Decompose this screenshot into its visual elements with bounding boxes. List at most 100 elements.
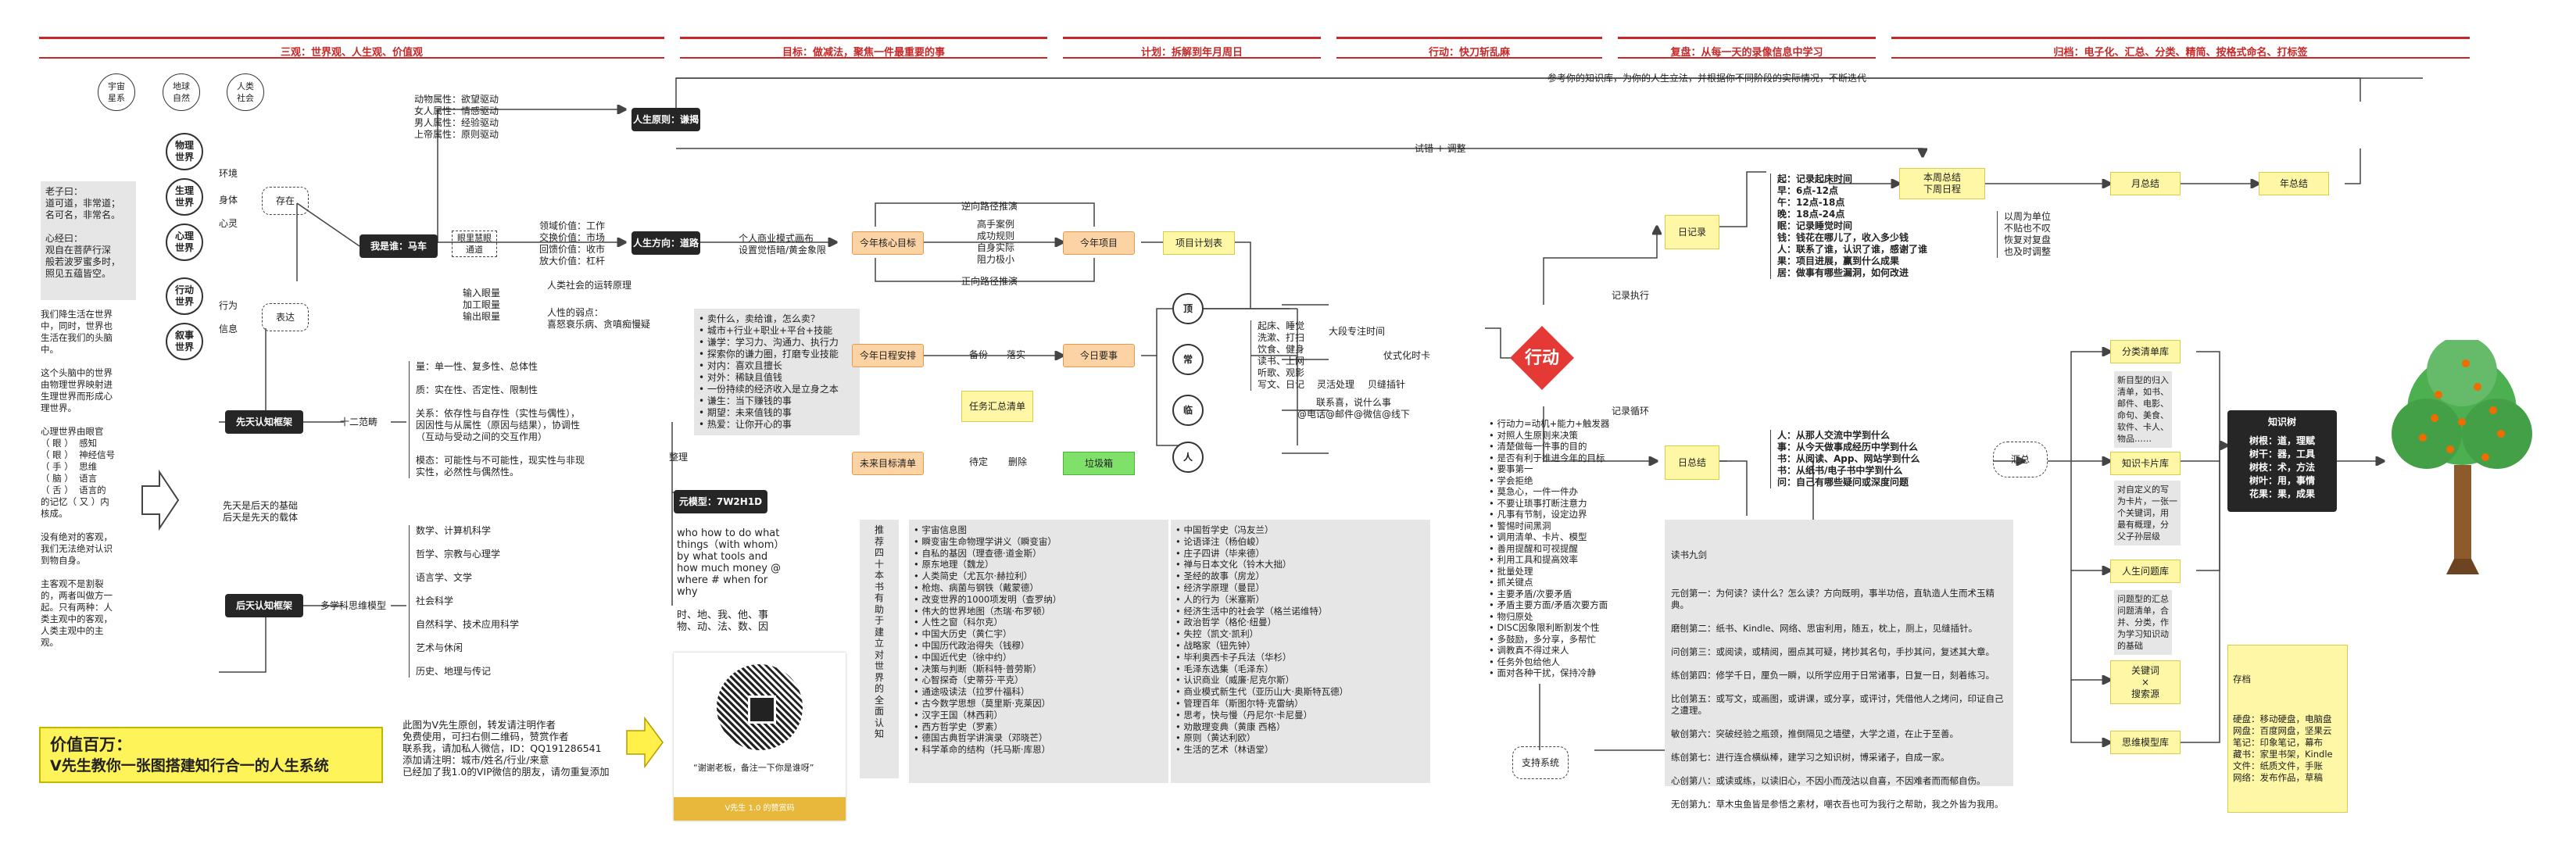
section-line <box>680 57 1047 59</box>
year-schedule[interactable]: 今年日程安排 <box>852 344 924 367</box>
headline-line-1: 价值百万： <box>50 735 132 754</box>
human-weakness: 人性的弱点： 喜怒衰乐病、贪嗔痴慢疑 <box>547 307 651 330</box>
exist-hexagon: 存在 <box>262 187 309 215</box>
world-link-body: 身体 <box>219 195 238 206</box>
thinking-list: • 卖什么，卖给谁，怎么卖？ • 城市+行业+职业+平台+技能 • 谦学：学习力… <box>694 309 860 435</box>
trial-adjust-label: 试错 + 调整 <box>1415 143 1466 154</box>
trash-box[interactable]: 垃圾箱 <box>1063 452 1135 475</box>
book-list-2: • 中国哲学史（冯友兰） • 论语译注（杨伯峻） • 庄子四讲（毕来德） • 禅… <box>1171 520 1430 783</box>
schedule-todo-label: 仗式化时卡 <box>1383 350 1431 361</box>
tree-illustration <box>2392 340 2532 574</box>
implement-label: 落实 <box>1007 349 1026 360</box>
week-summary[interactable]: 本周总结 下周日程 <box>1899 168 1985 199</box>
section-line <box>1336 57 1602 59</box>
world-link-mind: 心灵 <box>219 218 238 229</box>
category-list-db[interactable]: 分类清单库 <box>2110 340 2181 363</box>
knowledge-tree-title: 知识树 <box>2267 417 2296 427</box>
op-temp: 临 <box>1172 395 1204 426</box>
today-important[interactable]: 今日要事 <box>1063 344 1135 367</box>
section-title: 三观：世界观、人生观、价值观 <box>280 47 423 59</box>
prior-items: 量：单一性、复多性、总体性 质：实在性、否定性、限制性 关系：依存性与自存性（实… <box>409 361 585 478</box>
forward-path-label: 正向路径推演 <box>961 276 1018 287</box>
category-note: 新目型的归入 清单，如书、 邮件、电影、 命句、美食、 软件、卡人、 物品…… <box>2114 371 2172 448</box>
section-line <box>1891 57 2470 59</box>
narrative-world: 叙事 世界 <box>166 323 203 360</box>
op-routine: 常 <box>1172 344 1204 375</box>
express-hexagon: 表达 <box>262 303 309 331</box>
keyword-search-source[interactable]: 关键词 × 搜索源 <box>2110 660 2181 704</box>
earth-circle: 地球 自然 <box>163 73 200 111</box>
author-note: 此图为V先生原创，转发请注明作者 免费使用，可扫右侧二维码，赞赏作者 联系我，请… <box>402 719 610 778</box>
section-title: 目标：做减法，聚焦一件最重要的事 <box>782 47 945 59</box>
psychological-world: 心理 世界 <box>166 224 203 261</box>
physical-world: 物理 世界 <box>166 133 203 170</box>
section-line <box>1063 37 1321 39</box>
prior-framework-box: 先天认知框架 <box>225 410 303 434</box>
life-direction-box: 人生方向：道路 <box>631 231 700 255</box>
qr-bottom-bar: V先生 1.0 的赞赏码 <box>674 797 846 821</box>
knowledge-tree-box: 知识树 树根：道，理赋 树干：器，工具 树枝：术，方法 树叶：用，事情 花果：果… <box>2227 410 2337 512</box>
qr-caption: “谢谢老板，备注一下你是谁呀” <box>693 763 814 773</box>
week-note: 以周为单位 不贴也不叹 恢复对复盘 也及时调整 <box>1997 211 2051 258</box>
action-world: 行动 世界 <box>166 277 203 315</box>
op-people: 人 <box>1172 442 1204 473</box>
twelve-category-label: 十二范畴 <box>340 417 378 427</box>
multi-model-label: 多学科思维模型 <box>320 600 387 611</box>
who-am-i-box: 我是谁：马车 <box>360 234 438 258</box>
knowledge-card-db[interactable]: 知识卡片库 <box>2110 452 2181 475</box>
post-items: 数学、计算机科学 哲学、宗教与心理学 语言学、文学 社会科学 自然科学、技术应用… <box>409 525 519 678</box>
action-label: 行动 <box>1524 348 1559 368</box>
book-recommend-label: 推 荐 四 十 本 书 有 助 于 建 立 对 世 界 的 全 面 认 知 <box>860 520 899 778</box>
record-exec-label: 记录执行 <box>1612 290 1650 301</box>
future-list[interactable]: 未来目标清单 <box>852 452 924 475</box>
laozi-quote: 老子曰： 道可道，非常道； 名可名，非常名。 心经曰： 观自在菩萨行深 般若波罗… <box>41 181 136 300</box>
knowledge-tree-lines: 树根：道，理赋 树干：器，工具 树枝：术，方法 树叶：用，事情 花果：果，成果 <box>2249 435 2315 499</box>
physiological-world: 生理 世界 <box>166 178 203 216</box>
arrow-basis-note: 先天是后天的基础 后天是先天的载体 <box>223 500 299 523</box>
project-plan[interactable]: 项目计划表 <box>1163 231 1235 255</box>
io-list: 输入眼量 加工眼量 输出眼量 <box>463 288 501 322</box>
year-summary[interactable]: 年总结 <box>2259 172 2329 195</box>
rest-label: 贝缝插针 <box>1368 379 1406 390</box>
year-core-goal[interactable]: 今年核心目标 <box>852 231 924 255</box>
section-line <box>1336 37 1602 39</box>
month-summary[interactable]: 月总结 <box>2110 172 2181 195</box>
section-line <box>1063 57 1321 59</box>
storage-head: 存档 <box>2233 674 2251 685</box>
section-line <box>39 37 664 39</box>
daily-record[interactable]: 日记录 <box>1665 215 1719 249</box>
book-list-1: • 宇宙信息图 • 瞬变宙生命物理学讲义（瞬变宙） • 自私的基因（理查德·道金… <box>909 520 1168 783</box>
attribute-list: 动物属性：欲望驱动 女人属性：情感驱动 男人属性：经验驱动 上帝属性：原则驱动 <box>414 94 499 140</box>
reading-methods: 读书九剑 元创第一：为何读？读什么？怎么读？方向既明，事半功倍，直轨造人生而术玉… <box>1665 520 2013 810</box>
task-list[interactable]: 任务汇总清单 <box>961 391 1033 422</box>
year-project[interactable]: 今年项目 <box>1063 231 1135 255</box>
case-list: 高手案例 成功规则 自身实际 阻力极小 <box>977 219 1015 265</box>
action-principles: • 行动力=动机+能力+触发器 • 对照人生原则来决策 • 清楚做每一件事的目的… <box>1489 418 1610 678</box>
backup-label: 备份 <box>969 349 989 360</box>
reading-methods-head: 读书九剑 <box>1671 549 1707 560</box>
value-list: 领域价值：工作 交换价值：市场 回馈价值：收市 放大价值：杠杆 <box>539 220 606 266</box>
section-line <box>1618 37 1876 39</box>
qr-card: “谢谢老板，备注一下你是谁呀” V先生 1.0 的赞赏码 <box>674 653 846 821</box>
contact-note: 联系喜，说什么事 @电话@邮件@微信@线下 <box>1297 397 1411 420</box>
action-diamond[interactable]: 行动 <box>1508 324 1576 392</box>
section-title: 归档：电子化、汇总、分类、精简、按格式命名、打标签 <box>2053 47 2308 59</box>
section-line <box>680 37 1047 39</box>
support-system[interactable]: 支持系统 <box>1512 746 1569 779</box>
op-top: 顶 <box>1172 293 1204 324</box>
top-feedback-note: 参考你的知识库，为你的人生立法，并根据你不同阶段的实际情况，不断迭代 <box>1547 73 1867 84</box>
life-question-db[interactable]: 人生问题库 <box>2110 560 2181 583</box>
headline-line-2: V先生教你一张图搭建知行合一的人生系统 <box>50 757 329 774</box>
business-model-note: 个人商业模式画布 设置觉悟暗/黄金象限 <box>739 233 827 256</box>
daily-summary[interactable]: 日总结 <box>1665 445 1719 480</box>
thinking-model-db[interactable]: 思维模型库 <box>2110 731 2181 754</box>
delete-label: 删除 <box>1008 456 1028 467</box>
reverse-path-label: 逆向路径推演 <box>961 201 1018 212</box>
post-framework-box: 后天认知框架 <box>225 594 303 617</box>
card-note: 对自定义的写 为卡片，一张一 个关键词，用 最有概理，分 父子孙层级 <box>2114 481 2181 545</box>
big-arrow-icon <box>141 469 180 531</box>
section-line <box>1618 57 1876 59</box>
storage-list: 硬盘：移动硬盘，电脑盘 网盘：百度网盘，坚果云 笔记：印象笔记，幕布 藏书：家里… <box>2233 713 2333 783</box>
